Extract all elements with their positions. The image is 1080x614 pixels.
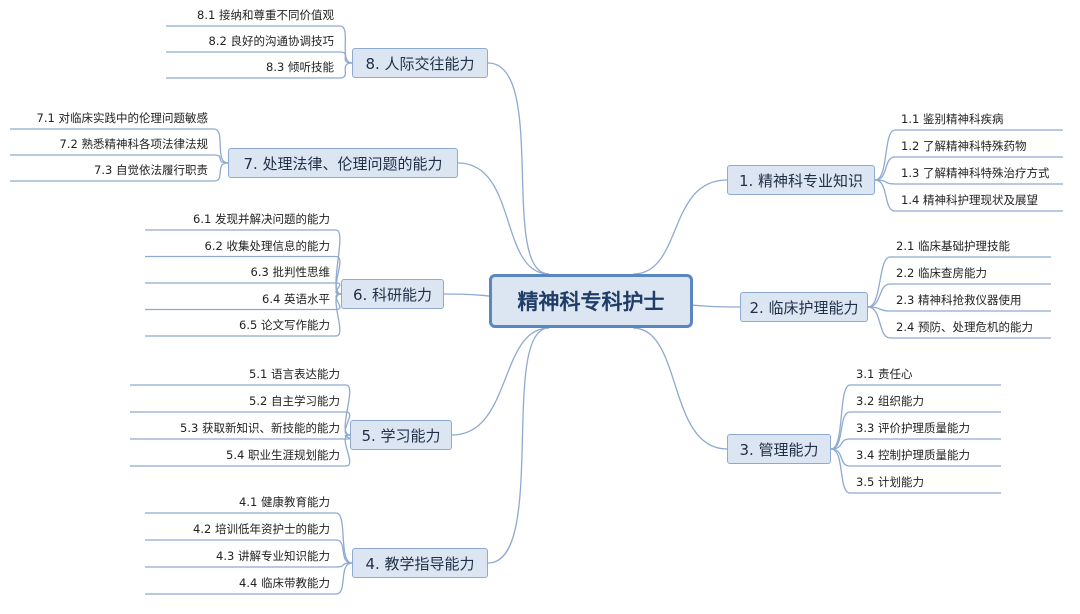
leaf-connector-b2-2: [867, 283, 1051, 308]
leaf-item-b5-3[interactable]: 5.3 获取新知识、新技能的能力: [180, 421, 340, 435]
leaf-item-b3-4[interactable]: 3.4 控制护理质量能力: [856, 448, 970, 462]
leaf-connector-b6-5: [145, 293, 342, 337]
leaf-connector-b1-1: [874, 129, 1063, 181]
leaf-item-b4-1[interactable]: 4.1 健康教育能力: [239, 495, 330, 509]
leaf-item-b7-1[interactable]: 7.1 对临床实践中的伦理问题敏感: [36, 111, 208, 125]
leaf-item-b7-3[interactable]: 7.3 自觉依法履行职责: [94, 163, 208, 177]
leaf-item-b2-1[interactable]: 2.1 临床基础护理技能: [896, 239, 1010, 253]
leaf-connector-b2-1: [867, 256, 1051, 308]
leaf-connector-b6-2: [145, 255, 342, 295]
leaf-item-b5-2[interactable]: 5.2 自主学习能力: [249, 394, 340, 408]
leaf-connector-b6-3: [145, 282, 342, 295]
leaf-item-b5-4[interactable]: 5.4 职业生涯规划能力: [226, 448, 340, 462]
leaf-item-b6-3[interactable]: 6.3 批判性思维: [250, 265, 330, 279]
leaf-connector-b8-3: [166, 62, 353, 79]
leaf-item-b8-3[interactable]: 8.3 倾听技能: [266, 60, 334, 74]
branch-node-b5[interactable]: 5. 学习能力: [350, 420, 452, 450]
root-connector-b4: [487, 327, 550, 564]
leaf-item-b7-2[interactable]: 7.2 熟悉精神科各项法律法规: [59, 137, 208, 151]
leaf-connector-b4-3: [145, 562, 353, 568]
leaf-connector-b3-5: [830, 448, 1001, 494]
leaf-item-b1-2[interactable]: 1.2 了解精神科特殊药物: [901, 139, 1027, 153]
leaf-connector-b5-4: [130, 434, 351, 467]
leaf-item-b1-4[interactable]: 1.4 精神科护理现状及展望: [901, 193, 1038, 207]
leaf-item-b6-1[interactable]: 6.1 发现并解决问题的能力: [193, 212, 330, 226]
leaf-item-b4-3[interactable]: 4.3 讲解专业知识能力: [216, 549, 330, 563]
leaf-connector-b4-1: [145, 512, 353, 564]
root-connector-b1: [632, 179, 728, 275]
root-connector-b7: [457, 162, 550, 275]
leaf-item-b8-1[interactable]: 8.1 接纳和尊重不同价值观: [197, 8, 334, 22]
leaf-connector-b2-4: [867, 306, 1051, 339]
branch-node-b3[interactable]: 3. 管理能力: [727, 434, 831, 464]
root-connector-b5: [451, 327, 550, 436]
leaf-connector-b2-3: [867, 306, 1051, 312]
leaf-connector-b4-2: [145, 539, 353, 564]
leaf-connector-b5-1: [130, 384, 351, 436]
leaf-connector-b4-4: [145, 562, 353, 595]
root-connector-b8: [487, 62, 550, 275]
leaf-item-b6-2[interactable]: 6.2 收集处理信息的能力: [204, 238, 330, 253]
leaf-item-b1-1[interactable]: 1.1 鉴别精神科疾病: [901, 112, 1004, 126]
leaf-item-b3-3[interactable]: 3.3 评价护理质量能力: [856, 421, 970, 435]
branch-node-b7[interactable]: 7. 处理法律、伦理问题的能力: [228, 148, 458, 178]
leaf-item-b5-1[interactable]: 5.1 语言表达能力: [249, 367, 340, 381]
root-connector-b3: [632, 327, 728, 450]
branch-node-b8[interactable]: 8. 人际交往能力: [352, 48, 488, 78]
leaf-connector-b5-2: [130, 411, 351, 436]
leaf-item-b6-4[interactable]: 6.4 英语水平: [262, 291, 330, 306]
leaf-connector-b8-1: [166, 25, 353, 64]
leaf-connector-b7-1: [10, 128, 229, 164]
leaf-connector-b1-2: [874, 156, 1063, 181]
leaf-connector-b3-2: [830, 411, 1001, 450]
leaf-item-b3-1[interactable]: 3.1 责任心: [856, 367, 913, 381]
leaf-connector-b3-3: [830, 438, 1001, 450]
branch-node-b6[interactable]: 6. 科研能力: [341, 279, 444, 309]
leaf-item-b8-2[interactable]: 8.2 良好的沟通协调技巧: [208, 34, 334, 48]
leaf-connector-b1-3: [874, 179, 1063, 185]
leaf-connector-b1-4: [874, 179, 1063, 212]
leaf-item-b1-3[interactable]: 1.3 了解精神科特殊治疗方式: [901, 166, 1050, 180]
leaf-item-b4-4[interactable]: 4.4 临床带教能力: [239, 576, 330, 590]
branch-node-b4[interactable]: 4. 教学指导能力: [352, 548, 488, 578]
leaf-item-b3-2[interactable]: 3.2 组织能力: [856, 394, 924, 408]
leaf-item-b6-5[interactable]: 6.5 论文写作能力: [239, 318, 330, 332]
leaf-item-b2-3[interactable]: 2.3 精神科抢救仪器使用: [896, 293, 1022, 307]
leaf-connector-b7-2: [10, 154, 229, 164]
branch-node-b1[interactable]: 1. 精神科专业知识: [727, 165, 875, 195]
leaf-connector-b7-3: [10, 162, 229, 182]
leaf-item-b2-4[interactable]: 2.4 预防、处理危机的能力: [896, 320, 1033, 334]
leaf-item-b4-2[interactable]: 4.2 培训低年资护士的能力: [193, 522, 330, 536]
leaf-item-b2-2[interactable]: 2.2 临床查房能力: [896, 266, 987, 280]
leaf-connector-b5-3: [130, 434, 351, 440]
leaf-connector-b8-2: [166, 51, 353, 64]
branch-node-b2[interactable]: 2. 临床护理能力: [740, 292, 868, 322]
leaf-item-b3-5[interactable]: 3.5 计划能力: [856, 475, 924, 489]
leaf-connector-b3-1: [830, 384, 1001, 450]
root-node[interactable]: 精神科专科护士: [489, 274, 693, 328]
